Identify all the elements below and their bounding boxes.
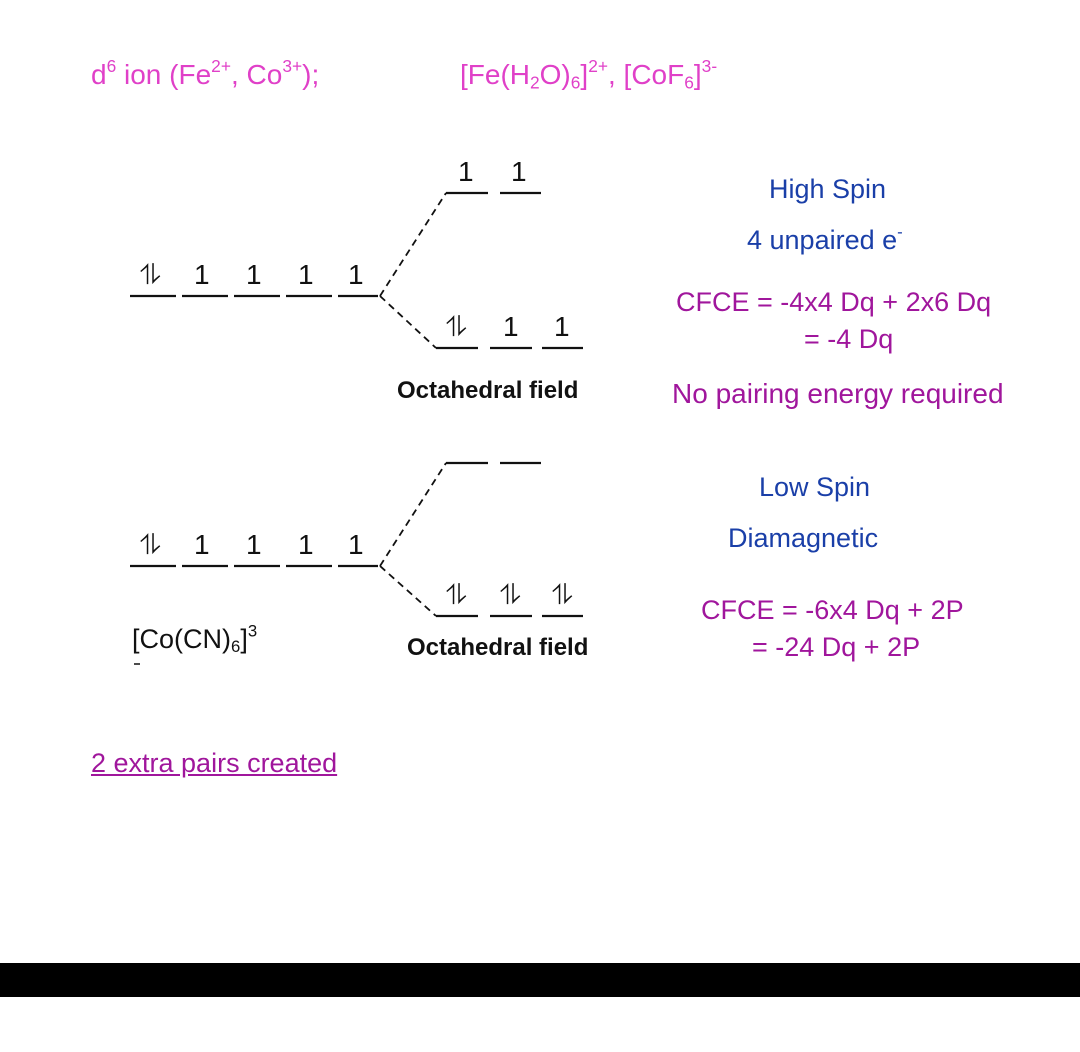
ion-heading-d: d xyxy=(91,59,107,90)
ion-heading: d6 ion (Fe2+, Co3+); xyxy=(91,57,320,90)
high-spin-title: High Spin xyxy=(769,174,887,204)
hs-free-electron-1: ⥮ xyxy=(140,259,161,290)
bottom-bar xyxy=(0,963,1080,997)
hs-cfce-line1: CFCE = -4x4 Dq + 2x6 Dq xyxy=(676,287,992,317)
ls-free-electron-1: ⥮ xyxy=(140,529,161,560)
complex-a-sub2: 6 xyxy=(570,72,581,93)
co-cn-open: [Co(CN) xyxy=(132,624,231,654)
ls-free-electron-4: 1 xyxy=(298,529,314,560)
hs-t2g-electron-3: 1 xyxy=(554,311,570,342)
ion-heading-sep: , Co xyxy=(230,59,283,90)
complex-a-open: [Fe(H xyxy=(460,59,530,90)
ls-cfce-line1: CFCE = -6x4 Dq + 2P xyxy=(701,595,964,625)
extra-pairs-note: 2 extra pairs created xyxy=(91,748,338,778)
low-spin-lines xyxy=(130,461,583,618)
complex-sep: , [CoF xyxy=(608,59,685,90)
unpaired-count: 4 unpaired e- xyxy=(747,223,903,255)
hs-t2g-electron-1: ⥮ xyxy=(446,311,467,342)
hs-field-label: Octahedral field xyxy=(397,377,579,404)
ion-heading-sup: 6 xyxy=(106,55,117,76)
ls-connector-up xyxy=(379,462,447,567)
low-spin-connectors xyxy=(379,462,447,617)
hs-connector-down xyxy=(379,295,437,349)
hs-free-electron-4: 1 xyxy=(298,259,314,290)
magnetism-label: Diamagnetic xyxy=(728,523,879,553)
hs-free-electron-5: 1 xyxy=(348,259,364,290)
ion-heading-end: ); xyxy=(302,59,320,90)
fe-charge: 2+ xyxy=(211,55,231,76)
unpaired-text: 4 unpaired e xyxy=(747,225,898,255)
complex-b-sub: 6 xyxy=(684,72,694,93)
hs-t2g-electron-2: 1 xyxy=(503,311,519,342)
complex-a-charge: 2+ xyxy=(588,55,608,76)
co-charge: 3+ xyxy=(282,55,303,76)
hs-eg-electron-1: 1 xyxy=(458,156,474,187)
complex-a-close: ] xyxy=(580,59,589,90)
unpaired-sup: - xyxy=(897,222,903,242)
hs-free-electron-3: 1 xyxy=(246,259,262,290)
ls-free-electron-5: 1 xyxy=(348,529,364,560)
complex-b-charge: 3- xyxy=(701,55,718,76)
co-cn-close: ] xyxy=(240,624,248,654)
ion-heading-rest: ion (Fe xyxy=(116,59,212,90)
high-spin-lines xyxy=(130,191,583,350)
complex-a-mid: O) xyxy=(539,59,571,90)
high-spin-connectors xyxy=(379,192,447,349)
ls-free-electron-3: 1 xyxy=(246,529,262,560)
hs-cfce-line2: = -4 Dq xyxy=(804,324,894,354)
ls-t2g-electron-2: ⥮ xyxy=(500,579,521,610)
ls-t2g-electron-1: ⥮ xyxy=(446,579,467,610)
complex-examples: [Fe(H2O)6]2+, [CoF6]3- xyxy=(460,57,717,93)
ls-cfce-line2: = -24 Dq + 2P xyxy=(752,632,921,662)
ls-connector-down xyxy=(379,565,437,617)
pairing-note: No pairing energy required xyxy=(672,378,1004,409)
low-spin-title: Low Spin xyxy=(759,472,871,502)
ls-t2g-electron-3: ⥮ xyxy=(552,579,573,610)
co-cn-sub: 6 xyxy=(231,637,241,657)
co-cn-complex: [Co(CN)6]3 xyxy=(132,622,257,657)
hs-connector-up xyxy=(379,192,447,297)
complex-a-sub1: 2 xyxy=(530,72,540,93)
hs-eg-electron-2: 1 xyxy=(511,156,527,187)
ls-free-electron-2: 1 xyxy=(194,529,210,560)
ls-field-label: Octahedral field xyxy=(407,634,589,661)
hs-free-electron-2: 1 xyxy=(194,259,210,290)
co-cn-sup: 3 xyxy=(247,621,258,641)
complex-b-close: ] xyxy=(693,59,702,90)
